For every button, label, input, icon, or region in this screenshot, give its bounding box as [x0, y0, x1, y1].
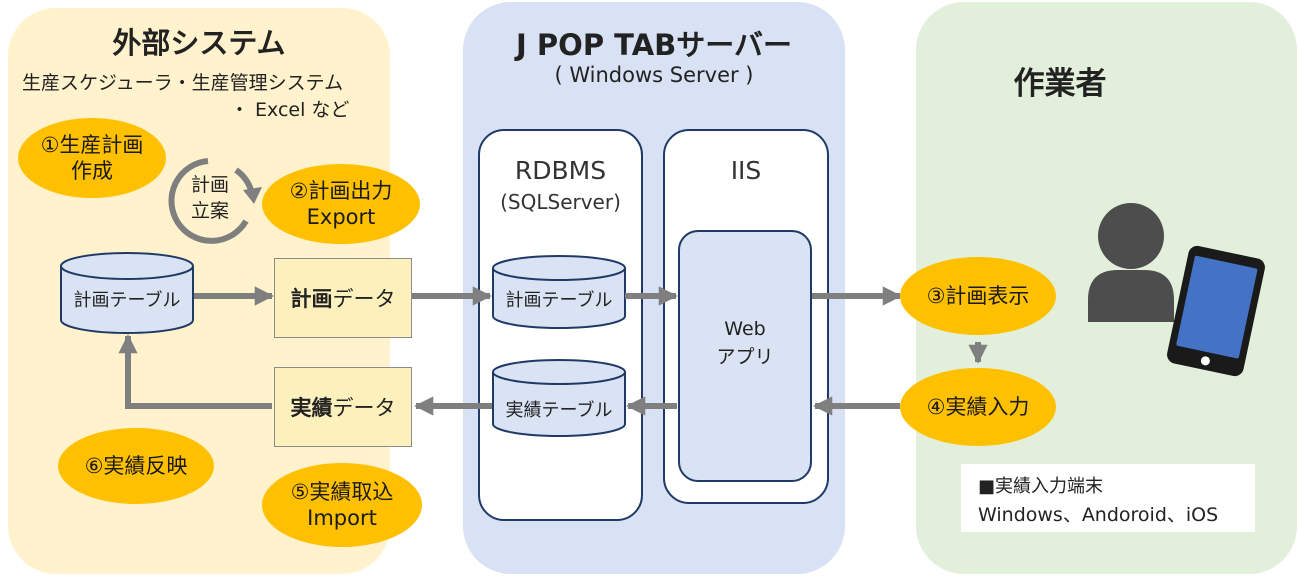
step3-label: ③計画表示: [926, 283, 1030, 308]
step1-line2: 作成: [71, 159, 113, 183]
plan-data-bold: 計画: [290, 287, 333, 311]
terminal-info-line1: ■実績入力端末: [978, 476, 1104, 497]
terminal-info-box: [961, 464, 1255, 532]
rdbms-sub-label: (SQLServer): [500, 190, 621, 214]
step5-line1: ⑤実績取込: [290, 479, 394, 504]
arrow-actual-data-to-plan-table: [118, 334, 272, 409]
worker-title: 作業者: [1013, 66, 1107, 102]
terminal-info-line2: Windows、Andoroid、iOS: [978, 504, 1219, 526]
step3-oval: ③計画表示: [900, 257, 1056, 335]
external-subtitle-line1: 生産スケジューラ・生産管理システム: [22, 72, 344, 94]
iis-label: IIS: [730, 156, 762, 185]
plan-drafting-label-line2: 立案: [190, 200, 229, 222]
web-app-box: [678, 230, 812, 482]
step5-line2: Import: [307, 506, 377, 530]
step4-label: ④実績入力: [926, 394, 1030, 419]
plan-drafting-label-line1: 計画: [190, 174, 229, 196]
person-icon: [1088, 203, 1174, 322]
server-plan-table-label: 計画テーブル: [505, 290, 613, 311]
step6-label: ⑥実績反映: [84, 453, 188, 478]
server-actual-table-label: 実績テーブル: [505, 400, 613, 421]
cycle-arrow-icon: [168, 158, 262, 244]
step2-line2: Export: [306, 205, 376, 229]
step2-oval: ②計画出力 Export: [262, 164, 420, 244]
external-plan-table-cylinder: [60, 252, 194, 334]
server-title: J POP TABサーバー: [516, 28, 792, 62]
external-plan-table-label: 計画テーブル: [73, 290, 181, 311]
step5-oval: ⑤実績取込 Import: [262, 463, 422, 547]
step4-oval: ④実績入力: [900, 368, 1056, 446]
server-subtitle: ( Windows Server ): [554, 63, 754, 87]
step1-line1: ①生産計画: [40, 132, 144, 157]
actual-data-box: 実績データ: [274, 367, 412, 447]
external-system-title: 外部システム: [112, 26, 286, 60]
actual-data-rest: データ: [332, 396, 396, 420]
plan-data-rest: データ: [332, 287, 396, 311]
step2-line1: ②計画出力: [289, 178, 393, 203]
external-subtitle-line2: ・ Excel など: [230, 99, 350, 121]
server-actual-table-cylinder: [492, 359, 626, 437]
step6-oval: ⑥実績反映: [58, 428, 214, 504]
rdbms-label: RDBMS: [514, 156, 607, 185]
tablet-icon: [1167, 245, 1265, 377]
server-plan-table-cylinder: [492, 255, 626, 329]
web-app-label-line1: Web: [724, 318, 766, 340]
step1-oval: ①生産計画 作成: [18, 118, 166, 198]
plan-data-box: 計画データ: [274, 258, 412, 338]
web-app-label-line2: アプリ: [716, 346, 774, 368]
actual-data-bold: 実績: [290, 396, 333, 420]
